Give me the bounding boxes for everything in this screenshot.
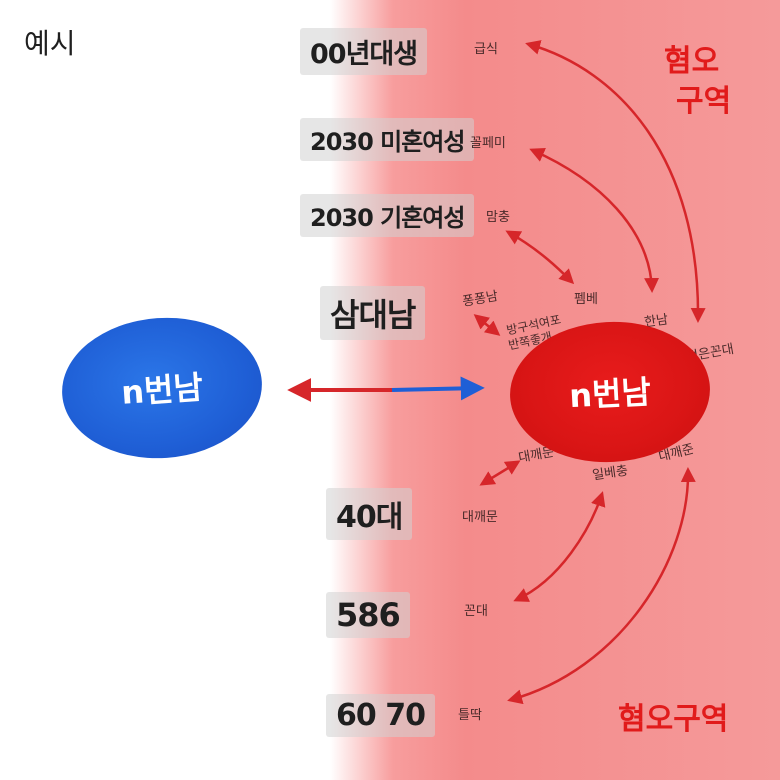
left-blob-label: n번남 — [120, 368, 205, 412]
group-6070: 60 70 — [326, 694, 435, 737]
example-label: 예시 — [24, 27, 76, 60]
group-586: 586 — [326, 592, 410, 638]
group-2030-single-women: 2030 미혼여성 — [300, 118, 475, 161]
hate-zone-bottom: 혐오구역 — [618, 702, 729, 737]
hate-zone-top: 혐오 구역 — [652, 42, 731, 122]
right-blob-label: n번남 — [568, 372, 652, 416]
arrow-pongpong-bangguseok — [473, 314, 501, 336]
hate-zone-top-line2: 구역 — [676, 84, 732, 119]
main-arrow-right — [391, 376, 485, 401]
slur-kkondae: 꼰대 — [464, 604, 488, 619]
arrow-kkondae-ilbe — [513, 491, 606, 602]
slur-mamchung: 맘충 — [486, 210, 510, 225]
arrow-40dae — [479, 460, 521, 486]
group-40s: 40대 — [326, 488, 413, 540]
group-00s: 00년대생 — [300, 28, 428, 75]
slur-kkolpemi: 꼴페미 — [470, 136, 506, 151]
slur-daegaemun-lower: 대깨문 — [462, 510, 498, 525]
arrow-gupsik-kkondae — [525, 40, 706, 323]
group-2030-married-women: 2030 기혼여성 — [300, 194, 475, 237]
hate-zone-top-line1: 혐오 — [664, 44, 720, 79]
arrow-mamchung-pembe — [505, 230, 575, 285]
group-samdaenam: 삼대남 — [320, 286, 426, 340]
arrow-teulttak-daegaejun — [507, 467, 696, 705]
slur-teulttak: 틀딱 — [458, 708, 482, 723]
arrow-kkolpemi-hannam — [529, 147, 660, 293]
slur-pembe: 펨베 — [574, 292, 598, 307]
slur-gupsik: 급식 — [474, 42, 498, 57]
